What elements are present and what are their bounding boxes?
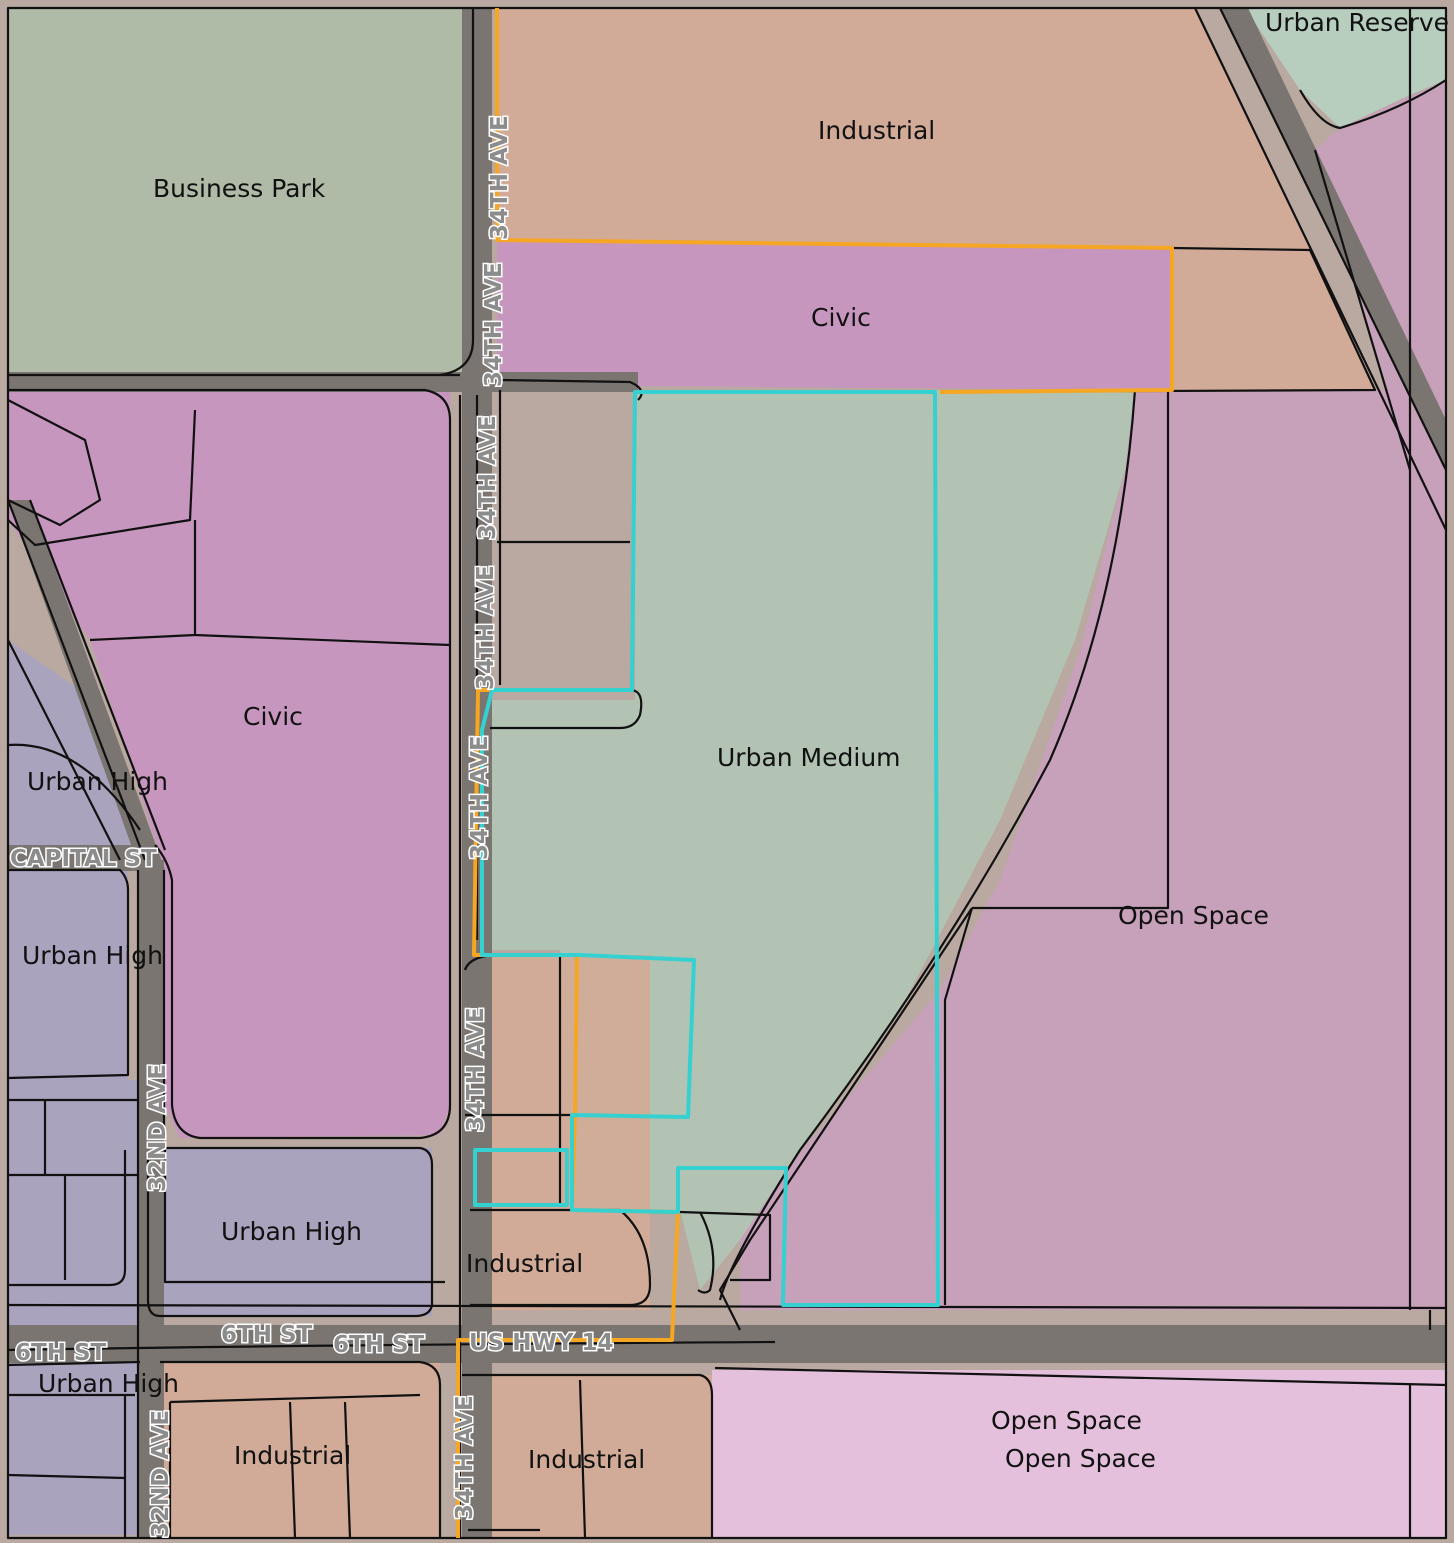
- zone-industrial-sw: [160, 1362, 440, 1537]
- street-label-34th-ave: 34TH AVE: [487, 115, 513, 240]
- zone-urban-high-sw: [8, 1365, 158, 1535]
- zone-civic-north: [497, 240, 1172, 390]
- zone-open-space-mid: [740, 990, 940, 1310]
- label-open-space-s2: Open Space: [1005, 1444, 1156, 1473]
- zone-urban-reserve: [1245, 8, 1446, 128]
- zone-industrial-northeast: [1172, 248, 1375, 390]
- street-label-34th-ave: 34TH AVE: [452, 1395, 478, 1520]
- road-32nd-ave: [138, 860, 164, 1538]
- street-label-34th-ave: 34TH AVE: [467, 735, 493, 860]
- road-6th-st: [8, 1325, 1446, 1363]
- street-label-34th-ave: 34TH AVE: [475, 415, 501, 540]
- street-label-capital-st: CAPITAL ST: [10, 846, 157, 872]
- street-label-34th-ave: 34TH AVE: [473, 565, 499, 690]
- zone-open-space-south: [712, 1370, 1446, 1537]
- label-civic-north: Civic: [811, 303, 871, 332]
- cyan-boundary: [473, 390, 940, 1307]
- street-label-34th-ave: 34TH AVE: [481, 262, 507, 387]
- label-urban-medium: Urban Medium: [717, 743, 901, 772]
- zone-fills: [8, 8, 1446, 1537]
- label-urban-high-south: Urban High: [221, 1217, 362, 1246]
- label-open-space-s1: Open Space: [991, 1406, 1142, 1435]
- orange-boundary: [495, 8, 1174, 394]
- label-industrial-north: Industrial: [818, 116, 935, 145]
- street-label-us-hwy-14: US HWY 14: [469, 1330, 614, 1356]
- zone-business-park: [8, 8, 473, 375]
- zone-civic-west: [8, 390, 450, 1138]
- zone-industrial-north: [497, 8, 1310, 250]
- road-diagonal-west: [8, 500, 165, 870]
- street-label-6th-st: 6TH ST: [333, 1332, 425, 1358]
- label-urban-high-west: Urban High: [27, 767, 168, 796]
- street-label-34th-ave: 34TH AVE: [463, 1007, 489, 1132]
- zone-urban-high-w3: [8, 1080, 138, 1310]
- label-industrial-south: Industrial: [528, 1445, 645, 1474]
- label-open-space-east: Open Space: [1118, 901, 1269, 930]
- road-connector: [8, 372, 638, 392]
- label-urban-high-west2: Urban High: [22, 941, 163, 970]
- street-label-6th-st: 6TH ST: [15, 1340, 107, 1366]
- zone-open-space-east: [940, 390, 1410, 1310]
- zone-urban-high-west2: [8, 870, 128, 1080]
- street-labels: 34TH AVE 34TH AVE 34TH AVE 34TH AVE 34TH…: [9, 114, 616, 1540]
- label-urban-high-sw: Urban High: [38, 1369, 179, 1398]
- label-civic-west: Civic: [243, 702, 303, 731]
- street-label-32nd-ave: 32ND AVE: [145, 1064, 171, 1192]
- zone-urban-high-west: [8, 640, 140, 860]
- zone-urban-high-south: [150, 1148, 432, 1316]
- label-industrial-mid: Industrial: [466, 1249, 583, 1278]
- label-urban-reserve: Urban Reserve: [1265, 8, 1449, 37]
- zone-industrial-mid: [465, 955, 650, 1310]
- zone-industrial-south: [462, 1375, 712, 1537]
- street-label-6th-st: 6TH ST: [221, 1322, 313, 1348]
- parcel-lines: [6, 6, 1448, 1540]
- zone-labels: Business Park Industrial Urban Reserve C…: [22, 8, 1449, 1474]
- label-business-park: Business Park: [153, 174, 326, 203]
- street-label-32nd-ave: 32ND AVE: [148, 1410, 174, 1538]
- label-industrial-sw: Industrial: [234, 1441, 351, 1470]
